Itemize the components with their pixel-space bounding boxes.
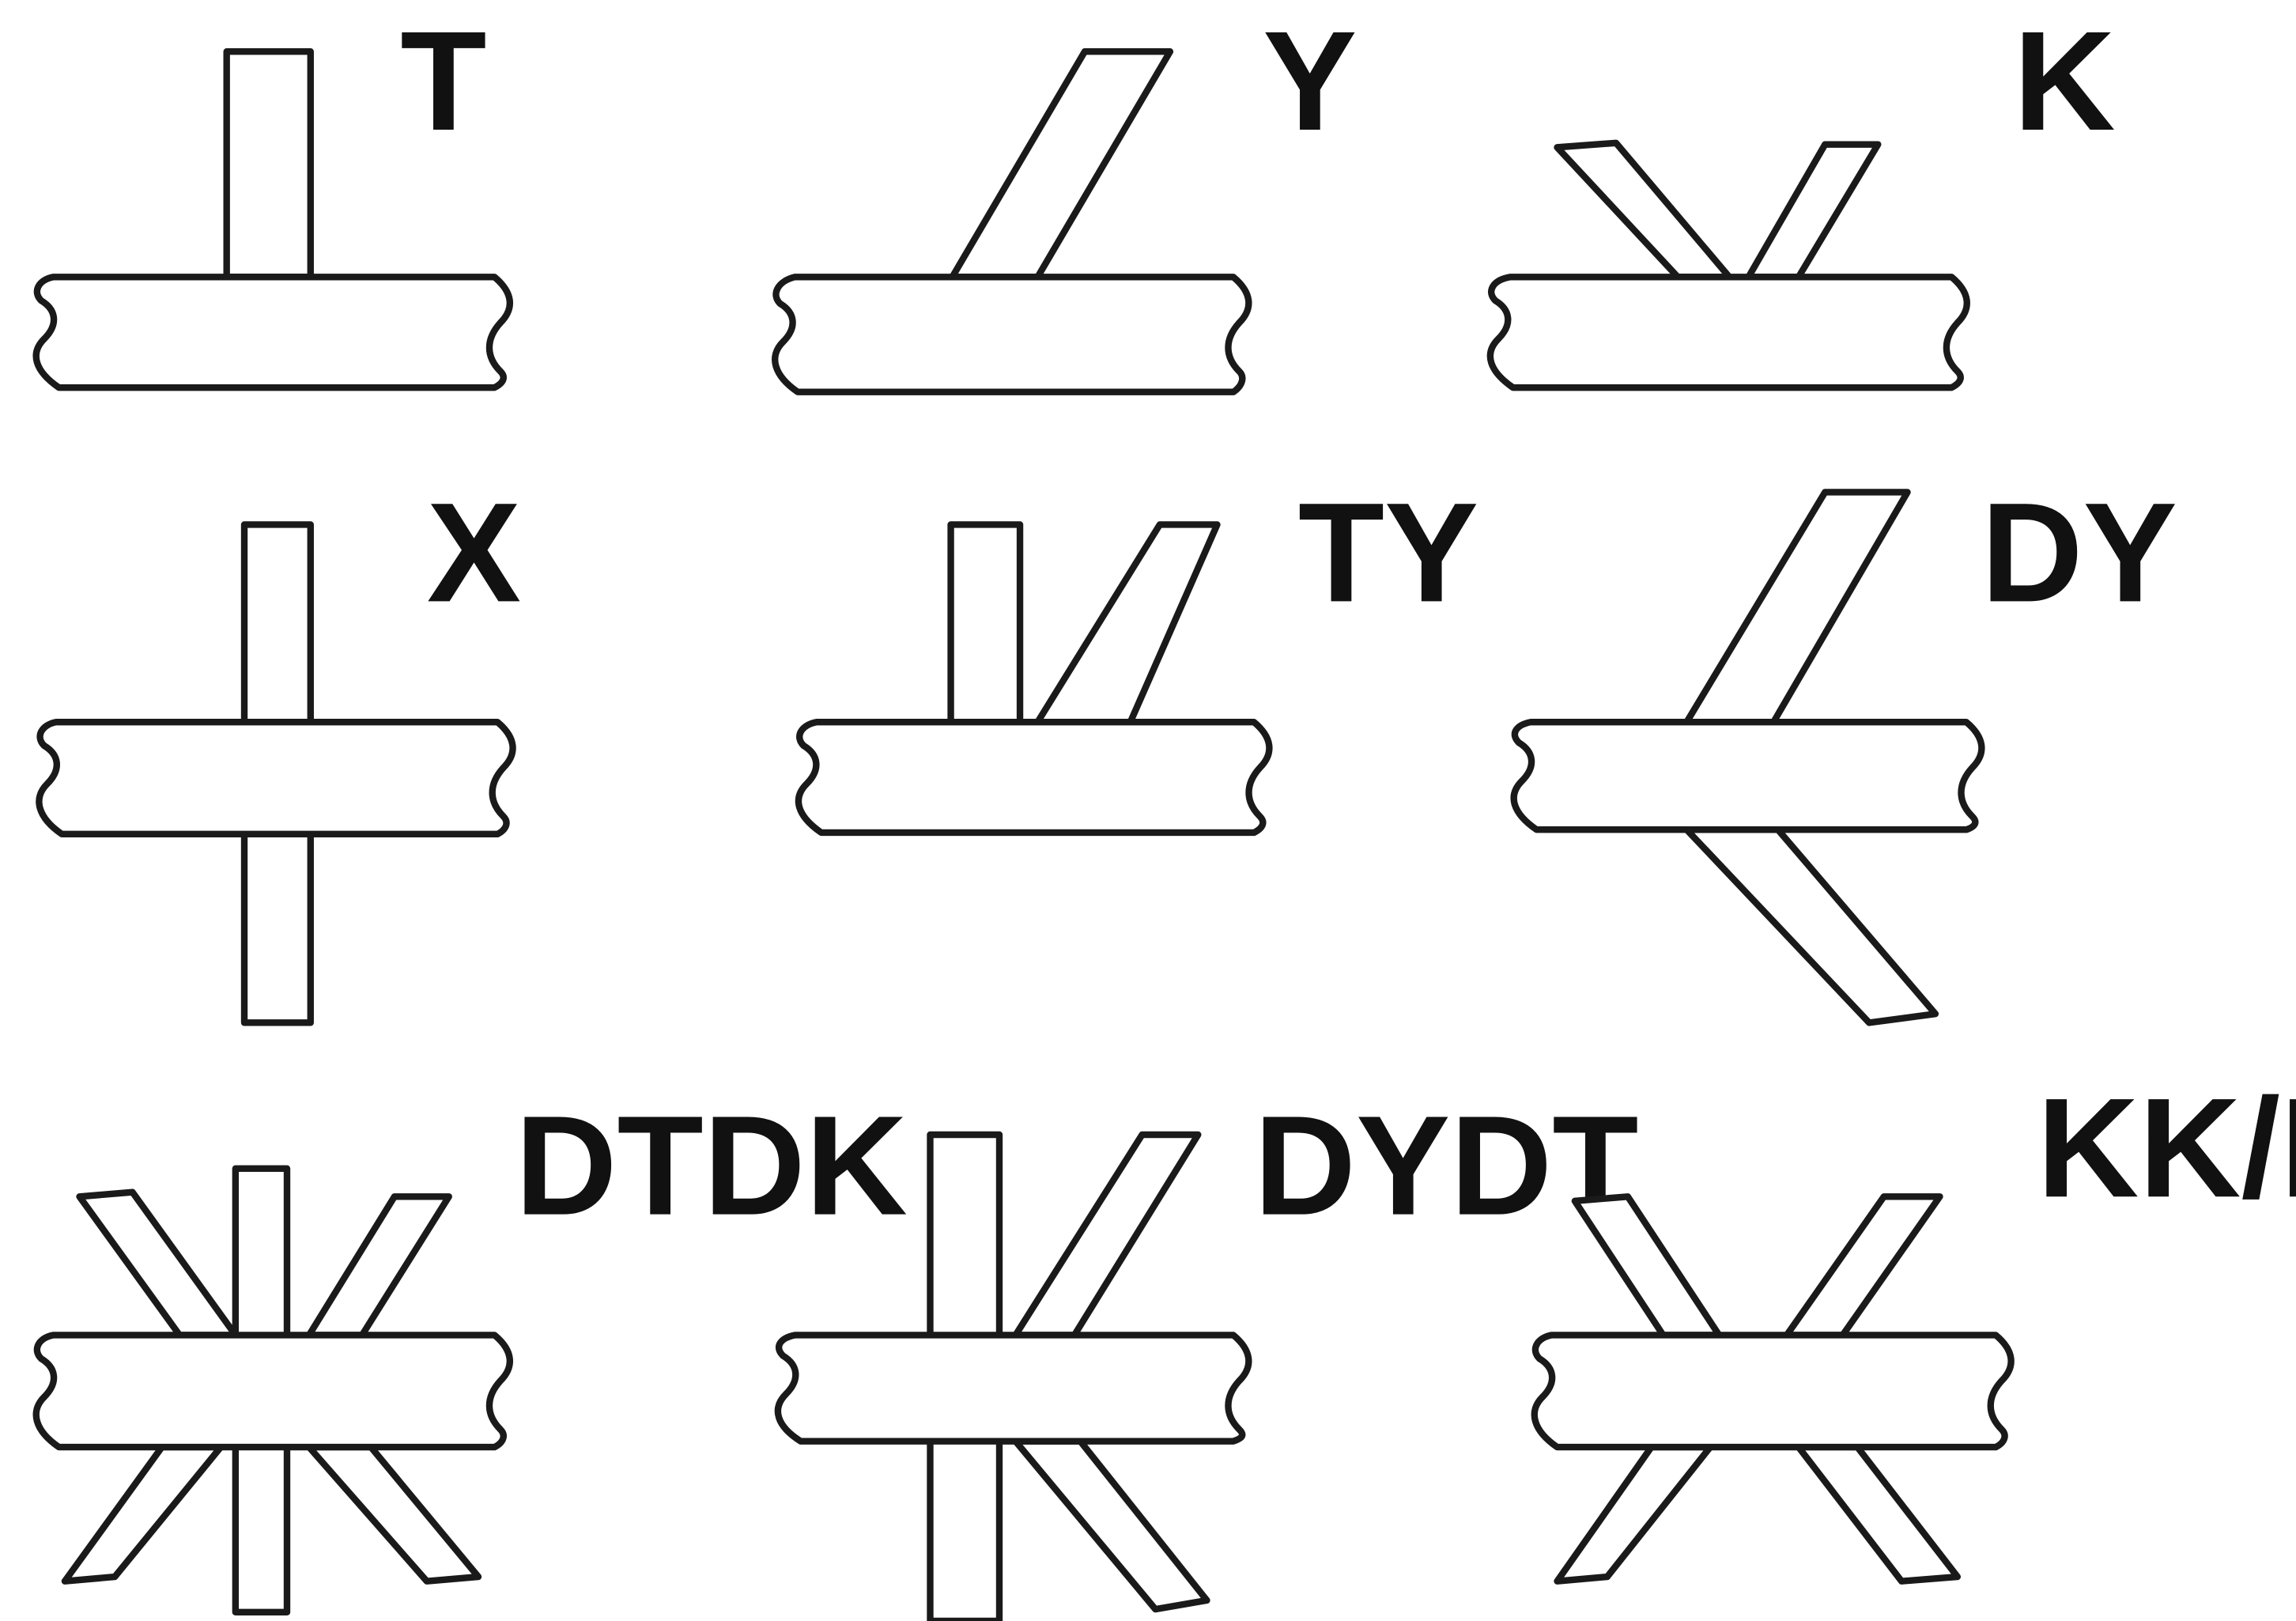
joint-dy: DY [1510,473,2177,1026]
brace-vertical [223,48,314,281]
joint-label: Y [1263,2,1357,160]
joint-label: DYDT [1254,1086,1638,1245]
joint-x: X [36,473,521,1026]
brace-inclined [949,48,1174,281]
joint-label: DY [1981,473,2177,631]
chord-tube [32,274,514,391]
chord-tube [32,1332,514,1451]
brace-lower-right [1795,1443,1962,1585]
brace-upper-right [1783,1193,1943,1339]
chord-tube [1531,1332,2015,1451]
brace-lower-right [305,1443,482,1585]
chord-tube [795,718,1273,837]
joint-dtdk: DTDK [32,1086,908,1616]
joint-y: Y [772,2,1357,395]
joint-label: TY [1298,473,1478,631]
chord-tube [36,718,516,838]
brace-upper-left [76,1188,240,1339]
chord-tube [1486,274,1970,391]
brace-lower-left [61,1443,225,1585]
brace-upper-right [305,1193,452,1339]
brace-right [1745,141,1882,281]
joint-kkdk: KK/DK [1531,1068,2296,1585]
joint-label: T [400,2,486,160]
joint-label: X [427,473,521,631]
brace-lower-inclined [1012,1438,1210,1613]
joint-label: K [2014,2,2116,160]
chord-tube [1510,718,1985,833]
brace-lower-inclined [1683,826,1939,1026]
joint-k: K [1486,2,2116,391]
brace-upper-left [1571,1193,1723,1339]
joint-label: KK/DK [2037,1068,2296,1226]
chord-tube [774,1332,1252,1445]
brace-inclined [1034,521,1221,726]
joint-t: T [32,2,514,391]
joint-dydt: DYDT [774,1086,1638,1621]
joint-ty: TY [795,473,1478,837]
brace-left [1554,139,1733,281]
brace-upper-inclined [1683,489,1911,726]
chord-tube [772,274,1252,395]
brace-lower-left [1554,1443,1714,1585]
brace-vertical [947,521,1024,726]
joint-label: DTDK [515,1086,908,1245]
brace-upper-inclined [1012,1131,1202,1339]
